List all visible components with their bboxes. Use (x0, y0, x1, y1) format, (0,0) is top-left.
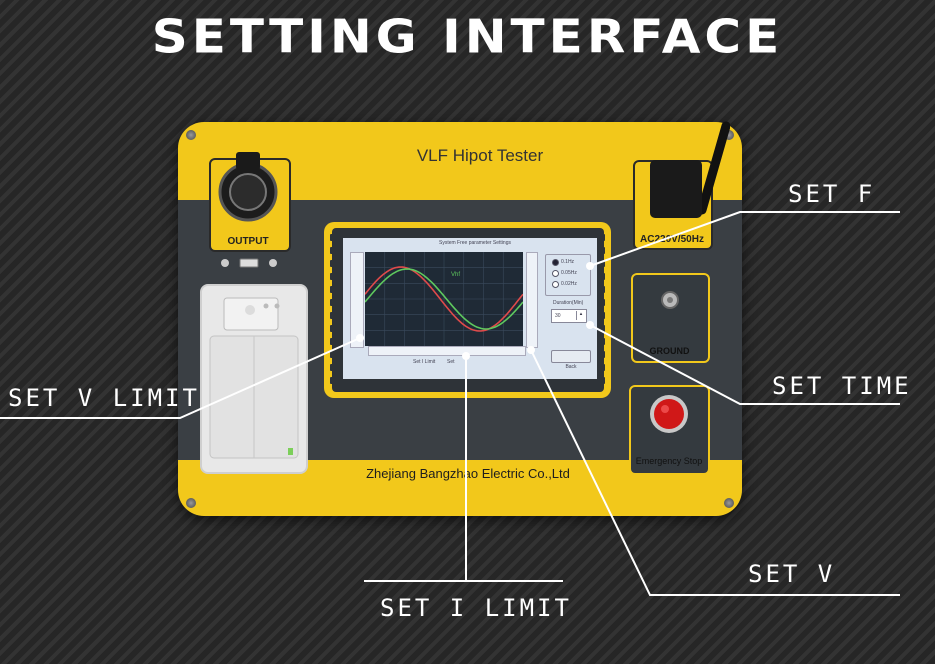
curve-label: Vhf (451, 272, 460, 278)
voltage-wave-red (364, 266, 524, 332)
callout-set-v-limit: SET V LIMIT (8, 384, 200, 412)
power-cable-icon (650, 121, 730, 218)
radio-icon (552, 281, 559, 288)
back-button[interactable]: Back (551, 350, 591, 370)
freq-option-label: 0.1Hz (561, 259, 575, 265)
ground-terminal-icon[interactable] (660, 290, 680, 310)
printer-icon (209, 297, 299, 459)
set-label: Set (447, 359, 455, 365)
freq-option-label: 0.05Hz (561, 270, 577, 276)
radio-icon (552, 270, 559, 277)
duration-value: 30 (555, 313, 561, 319)
callout-set-time: SET TIME (772, 372, 912, 400)
callout-set-i-limit: SET I LIMIT (380, 594, 572, 622)
waveform-svg: Vhf (364, 252, 524, 346)
device-title: VLF Hipot Tester (416, 146, 544, 165)
output-connector-icon[interactable] (210, 148, 286, 230)
waveform-plot: Vhf (364, 252, 524, 346)
duration-label: Duration(Min) (553, 300, 584, 306)
thermal-printer[interactable] (200, 284, 308, 474)
back-label: Back (565, 364, 577, 370)
set-i-limit-label: Set I Limit (413, 359, 436, 365)
screen-title: System Free parameter Settings (439, 240, 511, 246)
screw-icon (724, 130, 734, 140)
screw-icon (186, 498, 196, 508)
ground-label: GROUND (649, 346, 690, 356)
company-name: Zhejiang Bangzhao Electric Co.,Ltd (366, 466, 570, 481)
v-limit-slider[interactable] (350, 252, 364, 348)
callout-set-f: SET F (788, 180, 876, 208)
freq-option-label: 0.02Hz (561, 281, 577, 287)
frequency-group (545, 254, 591, 296)
i-limit-slider[interactable] (368, 346, 526, 356)
spin-arrow-icon[interactable]: ▴ (576, 311, 585, 320)
page-title: SETTING INTERFACE (151, 10, 784, 64)
screw-icon (186, 130, 196, 140)
usb-port-icon (221, 258, 277, 268)
emergency-stop-button-icon[interactable] (647, 390, 691, 438)
duration-input[interactable]: 30 ▴ (551, 309, 587, 323)
voltage-wave-green (364, 268, 524, 330)
callout-set-v: SET V (748, 560, 836, 588)
radio-selected-icon (552, 259, 559, 266)
screw-icon (724, 498, 734, 508)
v-slider[interactable] (526, 252, 538, 348)
emergency-stop-label: Emergency Stop (635, 456, 703, 466)
power-label: AC220V/50Hz (640, 234, 704, 245)
output-label: OUTPUT (227, 236, 269, 247)
